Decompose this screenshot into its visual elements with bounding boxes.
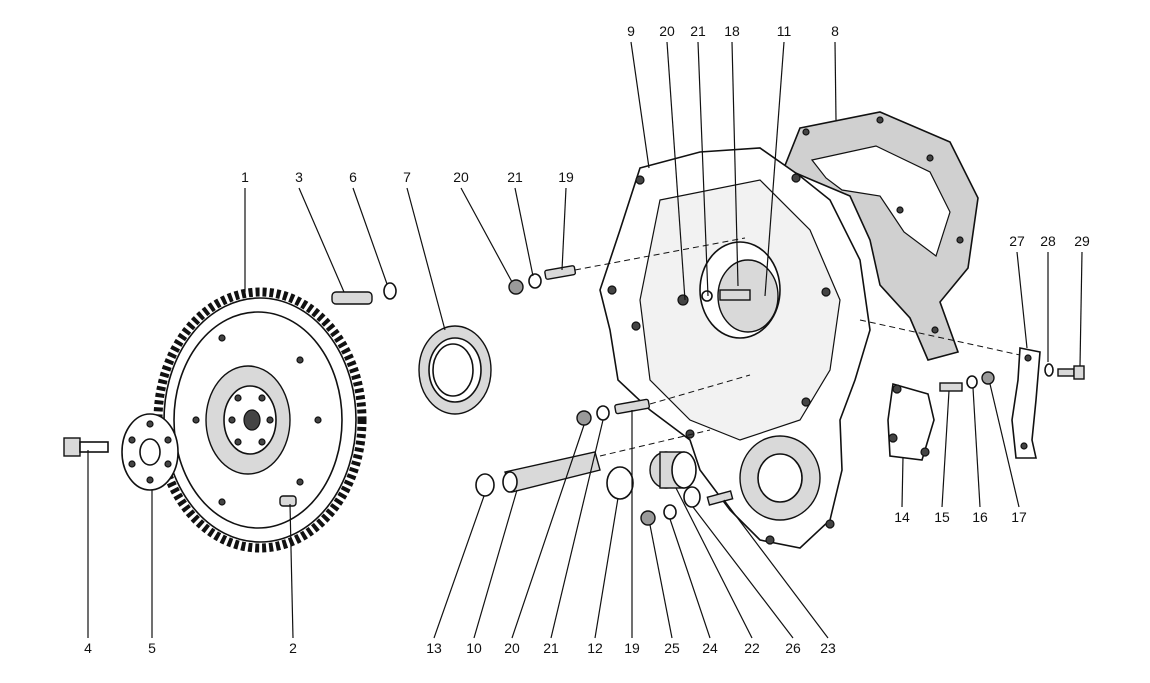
dowel-pin [279,495,297,507]
callout-20-upper: 20 [453,169,469,185]
callout-16: 16 [972,509,988,525]
washer-28 [1044,363,1054,377]
callout-19-upper: 19 [558,169,574,185]
callout-4: 4 [84,640,92,656]
callout-2: 2 [289,640,297,656]
o-ring-13 [475,473,495,497]
alignment-lines [574,237,1021,457]
callout-27: 27 [1009,233,1025,249]
washer-24 [663,504,677,520]
callout-23: 23 [820,640,836,656]
upper-stud-set [508,265,577,295]
flywheel-bolt [63,437,109,457]
stud-23 [706,490,734,506]
callout-13: 13 [426,640,442,656]
callout-19-lower: 19 [624,640,640,656]
callout-28: 28 [1040,233,1056,249]
callout-5: 5 [148,640,156,656]
bracket [887,382,935,461]
callout-labels: 1 3 6 7 20 21 19 9 20 21 18 11 8 27 28 2… [84,23,1090,656]
callout-1: 1 [241,169,249,185]
callout-6: 6 [349,169,357,185]
flywheel [153,287,367,553]
callout-26: 26 [785,640,801,656]
callout-3: 3 [295,169,303,185]
callout-11: 11 [777,23,792,39]
callout-14: 14 [894,509,910,525]
callout-15: 15 [934,509,950,525]
callout-21-top: 21 [690,23,706,39]
callout-9: 9 [627,23,635,39]
lower-stud-set [576,398,650,426]
nut-25 [640,510,656,526]
bolt-29 [1057,365,1085,380]
flywheel-plate [121,413,179,491]
callout-8: 8 [831,23,839,39]
guide-pin [331,291,373,305]
bushing [649,451,697,489]
callout-20-top: 20 [659,23,675,39]
callout-17: 17 [1011,509,1027,525]
callout-12: 12 [587,640,603,656]
gasket [782,111,979,361]
strap-bracket [1011,347,1041,459]
washer-16 [966,375,978,389]
release-shaft [502,451,601,493]
callout-7: 7 [403,169,411,185]
callout-20-lower: 20 [504,640,520,656]
callout-24: 24 [702,640,718,656]
stud-15 [939,382,963,392]
callout-25: 25 [664,640,680,656]
circlip [383,282,397,300]
seal-ring-12 [606,466,634,500]
callout-10: 10 [466,640,482,656]
leader-lines [87,41,1083,639]
callout-29: 29 [1074,233,1090,249]
callout-22: 22 [744,640,760,656]
clutch-bell-housing [599,147,871,549]
ring-26 [683,486,701,508]
oil-seal [418,325,492,415]
callout-21-upper: 21 [507,169,523,185]
callout-18: 18 [724,23,740,39]
nut-17 [981,371,995,385]
callout-21-lower: 21 [543,640,559,656]
